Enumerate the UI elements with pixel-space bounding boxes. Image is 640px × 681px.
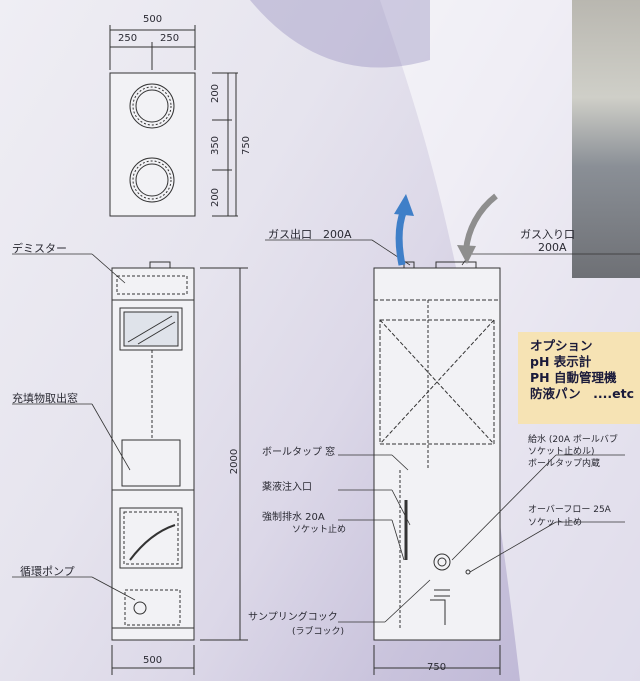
side-view (373, 261, 501, 675)
label-gas-in-1: ガス入り口 (520, 228, 575, 241)
dim-top-total: 750 (241, 135, 253, 156)
option-item: 防液パン ....etc (530, 386, 634, 401)
dim-top-seg-2: 350 (210, 135, 222, 156)
gas-in-arrow (457, 193, 498, 264)
label-gas-out: ガス出口 200A (268, 228, 352, 241)
label-sampling-1: サンプリングコック (248, 612, 338, 623)
label-demister: デミスター (12, 242, 67, 255)
label-gas-in-2: 200A (538, 241, 567, 254)
options-title: オプション (530, 338, 593, 353)
gas-out-arrow (394, 194, 414, 266)
top-view (109, 25, 238, 217)
dim-top-half-right: 250 (160, 33, 180, 44)
dim-top-seg-3: 200 (210, 187, 222, 208)
label-overflow-1: オーバーフロー 25A (528, 505, 611, 515)
label-forced-drain-1: 強制排水 20A (262, 512, 325, 523)
label-water-supply-3: ボールタップ内蔵 (528, 459, 601, 469)
label-forced-drain-2: ソケット止め (292, 525, 347, 535)
equipment-photo (572, 0, 640, 278)
option-item: pH 表示計 (530, 354, 592, 369)
label-overflow-2: ソケット止め (528, 518, 583, 528)
label-water-supply-1: 給水 (20A ボールバブ (528, 435, 618, 445)
option-item: PH 自動管理機 (530, 370, 617, 385)
label-sampling-2: (ラブコック) (292, 627, 345, 637)
front-view (111, 261, 248, 675)
dim-height: 2000 (229, 448, 241, 475)
label-circ-pump: 循環ポンプ (20, 565, 75, 578)
leader-lines (12, 239, 640, 623)
options-box: オプション pH 表示計 PH 自動管理機 防液パン ....etc (518, 332, 640, 424)
label-ball-tap-window: ボールタップ 窓 (262, 447, 336, 458)
dim-top-half-left: 250 (118, 33, 138, 44)
dim-front-width: 500 (143, 655, 163, 666)
label-water-supply-2: ソケット止めル) (528, 447, 595, 457)
label-chemical-inlet: 薬液注入口 (262, 482, 312, 493)
dim-top-width: 500 (143, 14, 163, 25)
label-solids-window: 充填物取出窓 (12, 392, 78, 405)
dim-top-seg-1: 200 (210, 83, 222, 104)
dim-side-width: 750 (427, 662, 447, 673)
